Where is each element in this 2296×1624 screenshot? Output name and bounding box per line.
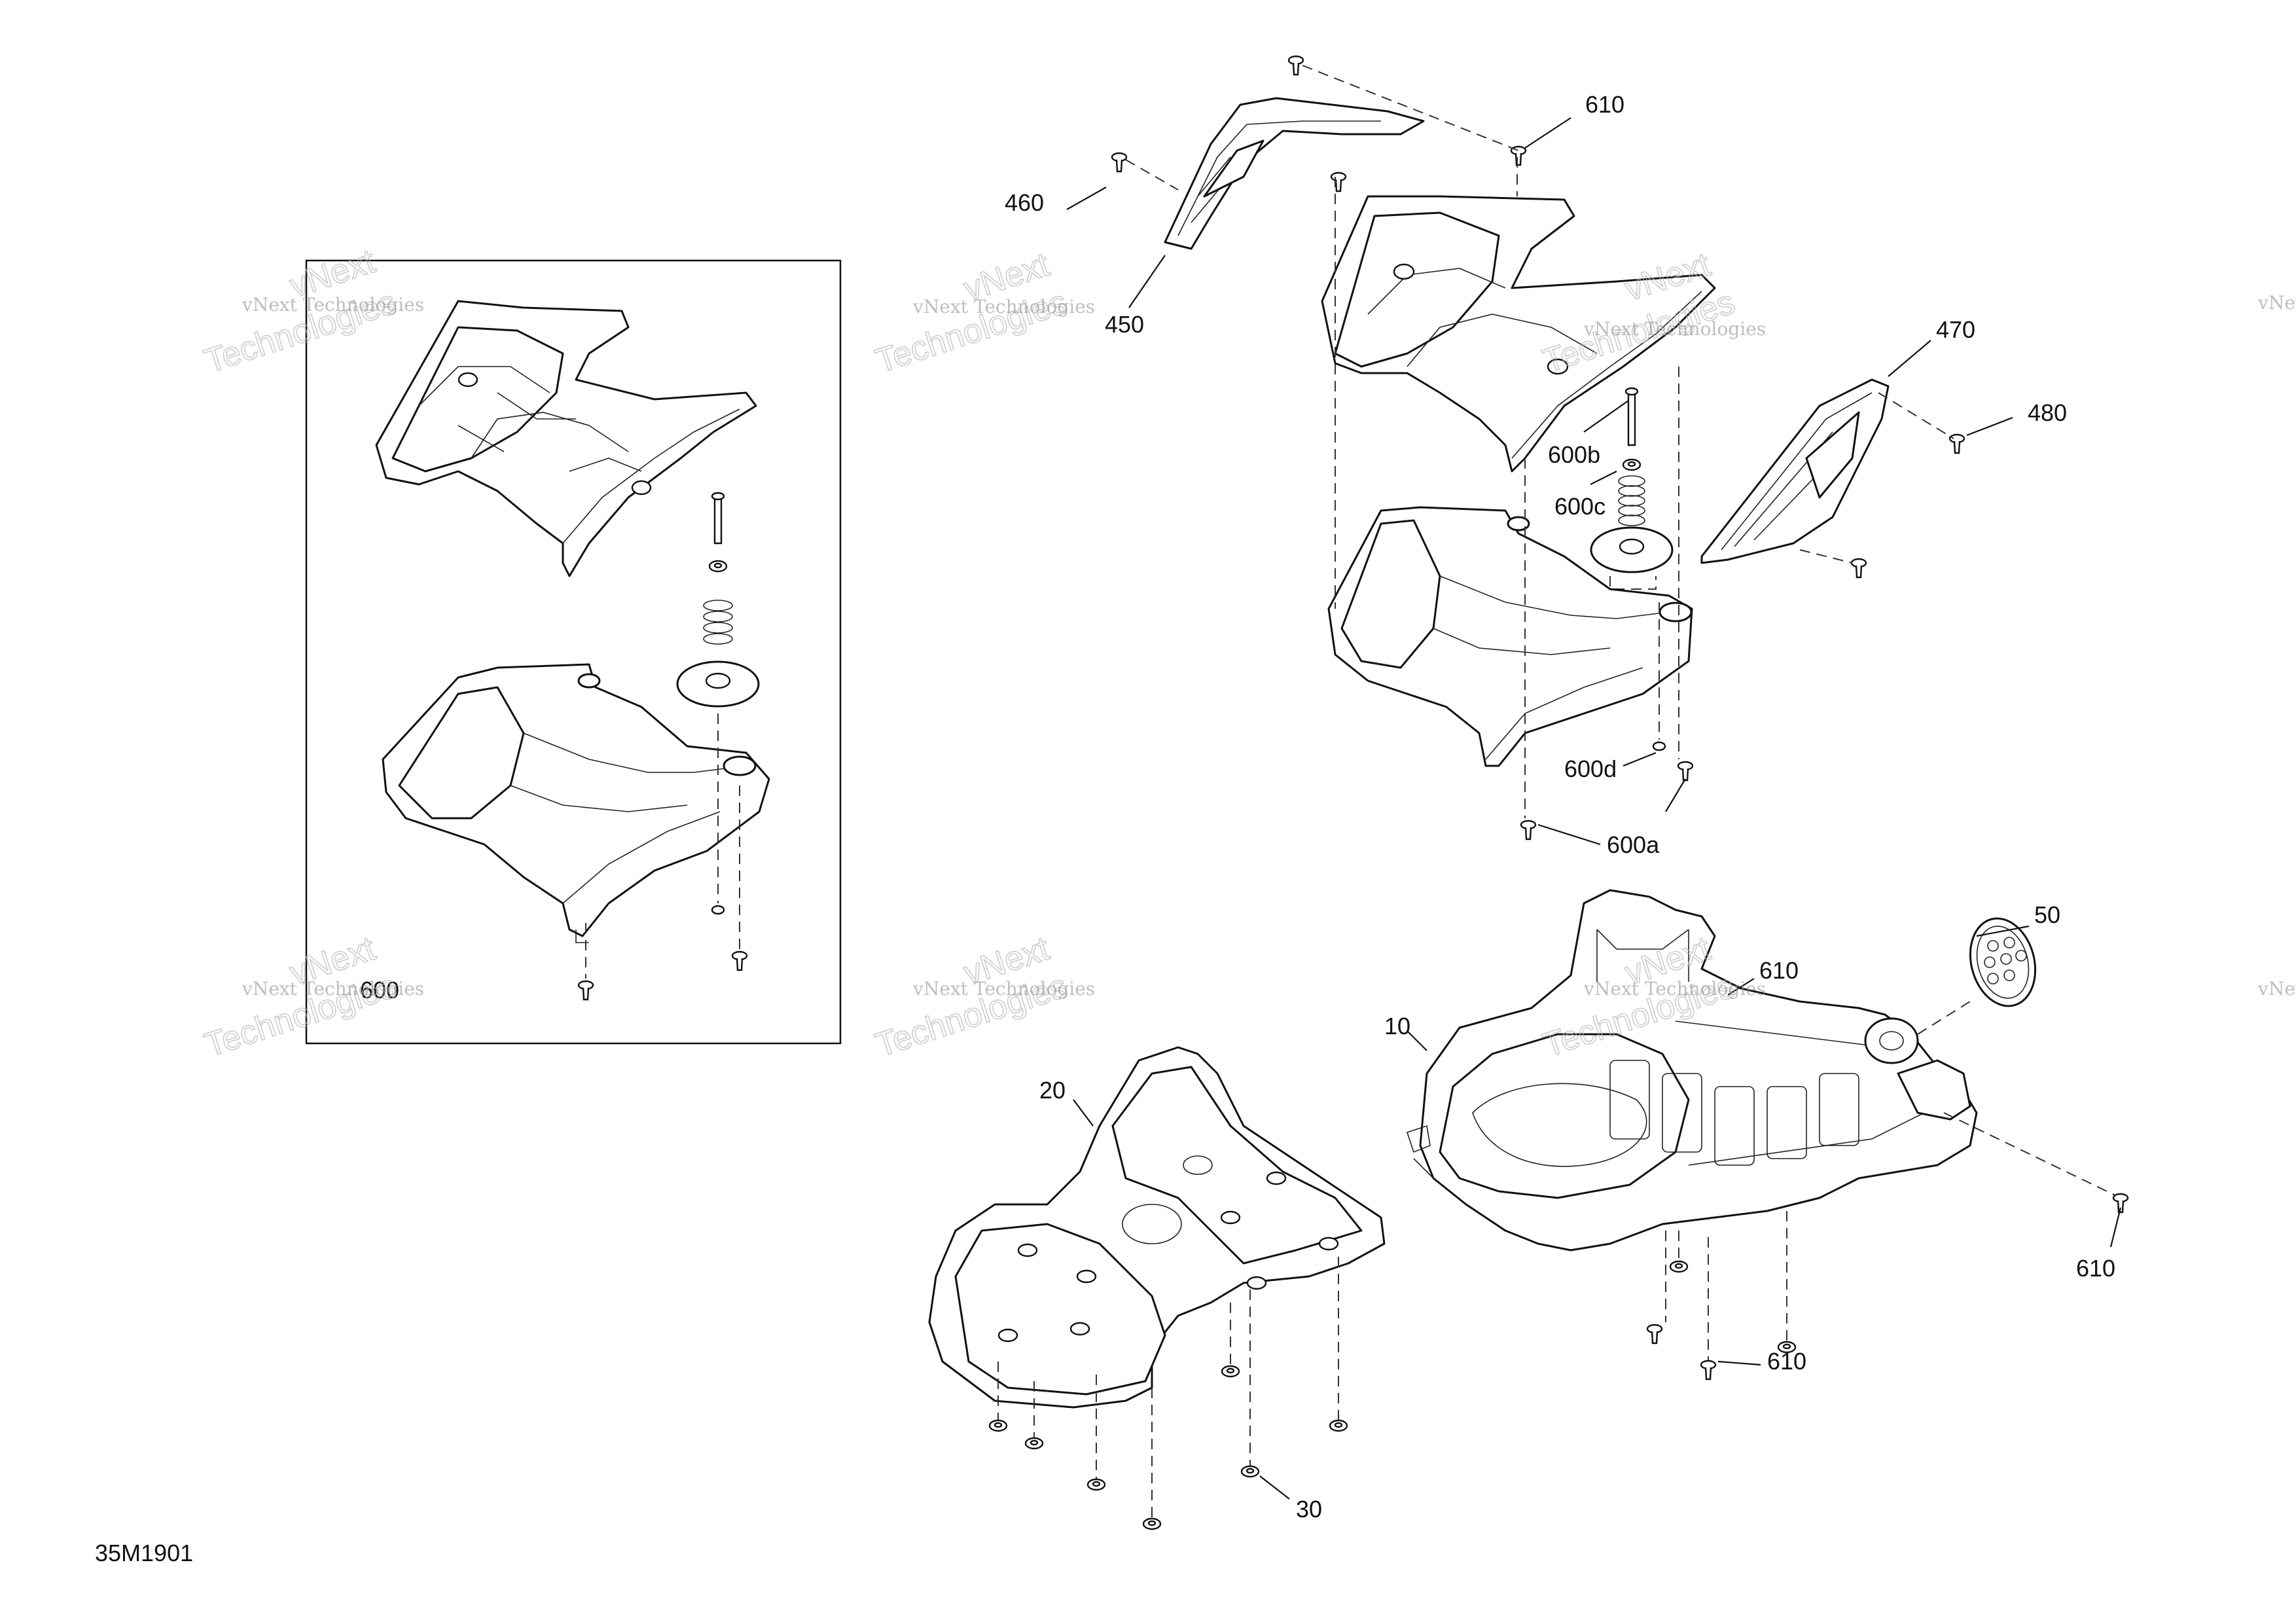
callout-30: 30	[1296, 1496, 1322, 1523]
inset-lower-bracket	[382, 663, 770, 943]
part-50-filter-cap	[1969, 917, 2037, 1007]
callout-610-top: 610	[1585, 91, 1624, 118]
callout-610-mid: 610	[1759, 957, 1799, 984]
callout-labels: 460 450 610 470 480 600b 600c 600d 600a …	[95, 91, 2115, 1566]
inset-spring-stack	[577, 492, 760, 1001]
callout-600c: 600c	[1554, 493, 1605, 520]
leader-lines	[1066, 117, 2122, 1500]
part-450-side-cover	[1164, 97, 1425, 250]
top-assembly	[1111, 55, 1965, 840]
callout-600d: 600d	[1564, 755, 1617, 782]
callout-610-bottom: 610	[1767, 1348, 1806, 1375]
watermark-text-7: vNext Technologies	[1583, 978, 1766, 1000]
callout-470: 470	[1936, 316, 1975, 343]
part-470-side-cover	[1700, 378, 1890, 564]
watermark-text-3: vNext Technologies	[1583, 318, 1766, 340]
callout-610-right: 610	[2076, 1255, 2115, 1282]
watermark-text-2: vNext Technologies	[912, 296, 1095, 317]
part-lower-bracket	[1327, 506, 1693, 767]
watermark-text-1: vNext Technologies	[242, 294, 424, 316]
callout-50: 50	[2034, 901, 2060, 928]
part-20-heat-shield	[928, 1046, 1386, 1530]
watermark-text-4: vNext Technologies	[2257, 292, 2296, 314]
part-10-airbox	[1406, 889, 2129, 1380]
figure-code: 35M1901	[95, 1540, 193, 1566]
callout-460: 460	[1005, 189, 1044, 216]
callout-600b: 600b	[1548, 441, 1600, 468]
callout-20: 20	[1039, 1077, 1066, 1104]
inset-frame	[305, 259, 842, 1045]
callout-600a: 600a	[1607, 831, 1660, 858]
watermark-text-8: vNext Technologies	[2257, 978, 2296, 1000]
inset-assembly: 600	[305, 259, 842, 1045]
part-upper-housing	[1321, 195, 1716, 473]
inset-upper-shell	[375, 300, 757, 577]
top-spring-stack	[1590, 387, 1674, 590]
callout-10: 10	[1384, 1013, 1410, 1039]
callout-450: 450	[1105, 311, 1144, 338]
callout-600: 600	[360, 977, 399, 1003]
watermark-text-6: vNext Technologies	[912, 978, 1095, 1000]
callout-480: 480	[2028, 399, 2067, 426]
watermark-text-5: vNext Technologies	[242, 978, 424, 1000]
